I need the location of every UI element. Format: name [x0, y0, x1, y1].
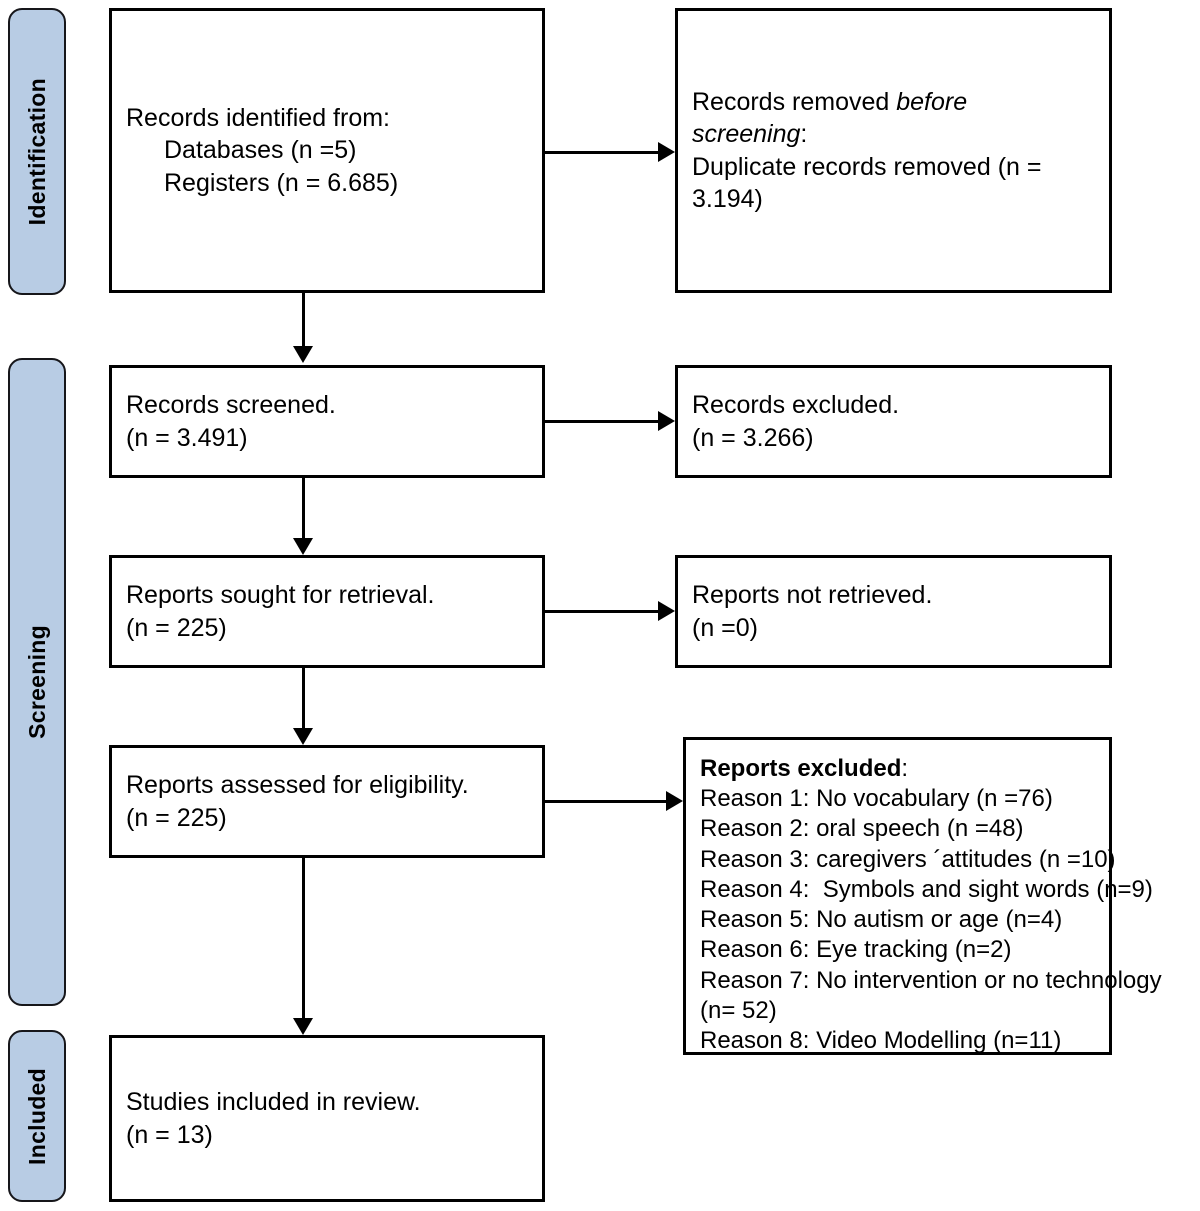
reports-excluded-reason-7-cont: (n= 52) [700, 996, 777, 1024]
connector-sought-to-not-retrieved [545, 610, 658, 613]
arrowhead-sought-to-assessed [293, 728, 313, 745]
reports-excluded-heading: Reports excluded: [700, 754, 1095, 784]
phase-label-included: Included [23, 1067, 50, 1165]
box-records-identified-text: Records identified from: Databases (n =5… [112, 102, 542, 200]
box-records-removed: Records removed before screening: Duplic… [675, 8, 1112, 293]
records-removed-line-1-italic: before [896, 87, 968, 116]
arrowhead-screened-to-sought [293, 538, 313, 555]
phase-bar-included: Included [8, 1030, 66, 1202]
box-reports-sought-text: Reports sought for retrieval. (n = 225) [112, 579, 542, 644]
records-removed-line-2: screening: [692, 118, 1095, 151]
arrowhead-sought-to-not-retrieved [658, 601, 675, 621]
arrowhead-screened-to-excluded [658, 411, 675, 431]
reports-sought-line-1: Reports sought for retrieval. [126, 581, 435, 609]
reports-excluded-reason-8: Reason 8: Video Modelling (n=11) [700, 1027, 1062, 1055]
reports-assessed-line-1: Reports assessed for eligibility. [126, 771, 469, 799]
box-reports-excluded-text: Reports excluded: Reason 1: No vocabular… [686, 740, 1162, 1056]
reports-excluded-reason-5: Reason 5: No autism or age (n=4) [700, 906, 1063, 934]
reports-excluded-heading-colon: : [901, 755, 909, 782]
reports-excluded-reason-4: Reason 4: Symbols and sight words (n=9) [700, 875, 1153, 903]
box-records-identified: Records identified from: Databases (n =5… [109, 8, 545, 293]
reports-not-retrieved-line-2: (n =0) [692, 613, 759, 642]
box-studies-included: Studies included in review. (n = 13) [109, 1035, 545, 1202]
phase-bar-identification: Identification [8, 8, 66, 295]
records-removed-line-4: 3.194) [692, 185, 763, 213]
records-removed-line-2-plain: : [800, 120, 808, 148]
reports-excluded-reason-6: Reason 6: Eye tracking (n=2) [700, 936, 1012, 964]
records-removed-line-2-italic: screening [692, 120, 801, 148]
connector-sought-to-assessed [302, 668, 305, 728]
connector-screened-to-excluded [545, 420, 658, 423]
box-reports-not-retrieved-text: Reports not retrieved. (n =0) [678, 579, 1109, 644]
box-records-excluded: Records excluded. (n = 3.266) [675, 365, 1112, 478]
phase-label-screening: Screening [23, 625, 50, 739]
box-reports-not-retrieved: Reports not retrieved. (n =0) [675, 555, 1112, 668]
box-records-screened: Records screened. (n = 3.491) [109, 365, 545, 478]
box-reports-excluded: Reports excluded: Reason 1: No vocabular… [683, 737, 1162, 1056]
studies-included-line-1: Studies included in review. [126, 1088, 421, 1116]
connector-assessed-to-included [302, 858, 305, 1018]
arrowhead-identified-to-removed [658, 142, 675, 162]
reports-excluded-reason-2: Reason 2: oral speech (n =48) [700, 815, 1024, 843]
arrowhead-assessed-to-excluded [666, 791, 683, 811]
box-studies-included-text: Studies included in review. (n = 13) [112, 1086, 542, 1151]
reports-excluded-heading-bold: Reports excluded [700, 755, 902, 782]
studies-included-line-2: (n = 13) [126, 1120, 213, 1149]
box-reports-sought: Reports sought for retrieval. (n = 225) [109, 555, 545, 668]
connector-screened-to-sought [302, 478, 305, 538]
connector-assessed-to-excluded [545, 800, 666, 803]
box-reports-assessed-text: Reports assessed for eligibility. (n = 2… [112, 769, 542, 834]
records-excluded-line-1: Records excluded. [692, 391, 900, 419]
records-screened-line-2: (n = 3.491) [126, 423, 248, 452]
records-screened-line-1: Records screened. [126, 391, 336, 419]
records-identified-line-1: Records identified from: [126, 103, 391, 132]
reports-excluded-reason-3: Reason 3: caregivers ´attitudes (n =10) [700, 845, 1116, 873]
records-removed-line-1-plain: Records removed [692, 87, 897, 116]
connector-identified-to-screened [302, 293, 305, 346]
reports-excluded-reason-1: Reason 1: No vocabulary (n =76) [700, 785, 1053, 813]
reports-not-retrieved-line-1: Reports not retrieved. [692, 581, 933, 609]
records-excluded-line-2: (n = 3.266) [692, 423, 814, 452]
reports-excluded-reason-7: Reason 7: No intervention or no technolo… [700, 966, 1162, 994]
box-records-screened-text: Records screened. (n = 3.491) [112, 389, 542, 454]
box-reports-assessed: Reports assessed for eligibility. (n = 2… [109, 745, 545, 858]
records-removed-line-3: Duplicate records removed (n = [692, 152, 1042, 181]
reports-sought-line-2: (n = 225) [126, 613, 227, 642]
reports-assessed-line-2: (n = 225) [126, 803, 227, 832]
phase-bar-screening: Screening [8, 358, 66, 1006]
records-identified-line-3: Registers (n = 6.685) [164, 168, 399, 197]
arrowhead-assessed-to-included [293, 1018, 313, 1035]
phase-label-identification: Identification [23, 77, 50, 226]
box-records-excluded-text: Records excluded. (n = 3.266) [678, 389, 1109, 454]
records-removed-line-1: Records removed before [692, 86, 1095, 119]
box-records-removed-text: Records removed before screening: Duplic… [678, 86, 1109, 216]
records-identified-line-2: Databases (n =5) [164, 136, 357, 165]
connector-identified-to-removed [545, 151, 658, 154]
arrowhead-identified-to-screened [293, 346, 313, 363]
